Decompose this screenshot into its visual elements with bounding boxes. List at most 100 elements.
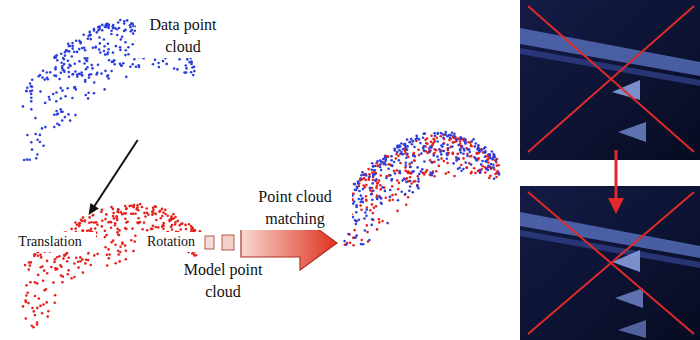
cloud-point bbox=[371, 198, 374, 201]
cloud-point bbox=[433, 175, 436, 178]
cloud-point bbox=[73, 50, 76, 53]
cloud-point bbox=[81, 258, 84, 261]
cloud-point bbox=[76, 75, 79, 78]
cloud-point bbox=[59, 87, 62, 90]
cloud-point bbox=[113, 217, 116, 220]
cloud-point bbox=[64, 116, 67, 119]
cloud-point bbox=[181, 222, 184, 225]
cloud-point bbox=[372, 212, 375, 215]
cloud-point bbox=[125, 49, 128, 52]
cloud-point bbox=[115, 45, 118, 48]
cloud-point bbox=[110, 226, 113, 229]
cloud-point bbox=[30, 108, 33, 111]
cloud-point bbox=[53, 56, 56, 59]
cloud-point bbox=[42, 145, 45, 148]
cloud-point bbox=[375, 187, 378, 190]
cloud-point bbox=[396, 179, 399, 182]
cloud-point bbox=[104, 236, 107, 239]
cloud-point bbox=[136, 204, 139, 207]
cloud-point bbox=[437, 132, 440, 135]
cloud-point bbox=[46, 260, 49, 263]
cloud-point bbox=[93, 81, 96, 84]
cloud-point bbox=[374, 179, 377, 182]
cloud-point bbox=[158, 210, 161, 213]
cloud-point bbox=[53, 126, 56, 129]
cloud-point bbox=[54, 294, 57, 297]
cloud-point bbox=[420, 152, 423, 155]
cloud-point bbox=[55, 91, 58, 94]
cloud-point bbox=[83, 220, 86, 223]
cloud-point bbox=[174, 221, 177, 224]
cloud-point bbox=[112, 215, 115, 218]
cloud-point bbox=[66, 87, 69, 90]
cloud-point bbox=[104, 230, 107, 233]
cloud-point bbox=[53, 74, 56, 77]
cloud-point bbox=[406, 171, 409, 174]
cloud-point bbox=[493, 178, 496, 181]
cloud-point bbox=[127, 46, 130, 49]
cloud-point bbox=[353, 183, 356, 186]
cloud-point bbox=[78, 225, 81, 228]
cloud-point bbox=[490, 163, 493, 166]
cloud-point bbox=[49, 71, 52, 74]
cloud-point bbox=[183, 71, 186, 74]
cloud-point bbox=[423, 145, 426, 148]
cloud-point bbox=[184, 224, 187, 227]
cloud-point bbox=[39, 90, 42, 93]
cloud-point bbox=[71, 55, 74, 58]
cloud-point bbox=[434, 135, 437, 138]
cloud-point bbox=[462, 168, 465, 171]
cloud-point bbox=[190, 71, 193, 74]
cloud-point bbox=[99, 42, 102, 45]
cloud-point bbox=[408, 189, 411, 192]
cloud-point bbox=[29, 82, 32, 85]
cloud-point bbox=[55, 113, 58, 116]
cloud-point bbox=[61, 119, 64, 122]
cloud-point bbox=[151, 211, 154, 214]
cloud-point bbox=[412, 180, 415, 183]
cloud-point bbox=[31, 307, 34, 310]
cloud-point bbox=[87, 252, 90, 255]
cloud-point bbox=[83, 62, 86, 65]
cloud-point bbox=[484, 151, 487, 154]
cloud-point bbox=[78, 40, 81, 43]
cloud-point bbox=[467, 148, 470, 151]
cloud-point bbox=[397, 188, 400, 191]
cloud-point bbox=[433, 154, 436, 157]
cloud-point bbox=[96, 31, 99, 34]
cloud-point bbox=[409, 180, 412, 183]
cloud-point bbox=[69, 45, 72, 48]
cloud-point bbox=[385, 177, 388, 180]
cloud-point bbox=[137, 64, 140, 67]
cloud-point bbox=[122, 62, 125, 65]
cloud-point bbox=[406, 138, 409, 141]
cloud-point bbox=[74, 86, 77, 89]
cloud-point bbox=[164, 213, 167, 216]
cloud-point bbox=[489, 154, 492, 157]
cloud-point bbox=[36, 323, 39, 326]
arrow-head bbox=[89, 203, 99, 215]
rotation-label: Rotation bbox=[138, 232, 204, 252]
cloud-point bbox=[97, 63, 100, 66]
cloud-point bbox=[378, 195, 381, 198]
cloud-point bbox=[406, 145, 409, 148]
cloud-point bbox=[453, 133, 456, 136]
cloud-point bbox=[430, 134, 433, 137]
cloud-point bbox=[88, 31, 91, 34]
cloud-point bbox=[353, 229, 356, 232]
cloud-point bbox=[82, 271, 85, 274]
cloud-point bbox=[168, 220, 171, 223]
photo-after bbox=[520, 186, 700, 340]
cloud-point bbox=[400, 142, 403, 145]
cloud-point bbox=[389, 196, 392, 199]
cloud-point bbox=[431, 172, 434, 175]
cloud-point bbox=[155, 213, 158, 216]
cloud-point bbox=[115, 215, 118, 218]
cloud-point bbox=[35, 157, 38, 160]
cloud-point bbox=[130, 22, 133, 25]
cloud-point bbox=[376, 198, 379, 201]
cloud-point bbox=[48, 96, 51, 99]
cloud-point bbox=[88, 222, 91, 225]
